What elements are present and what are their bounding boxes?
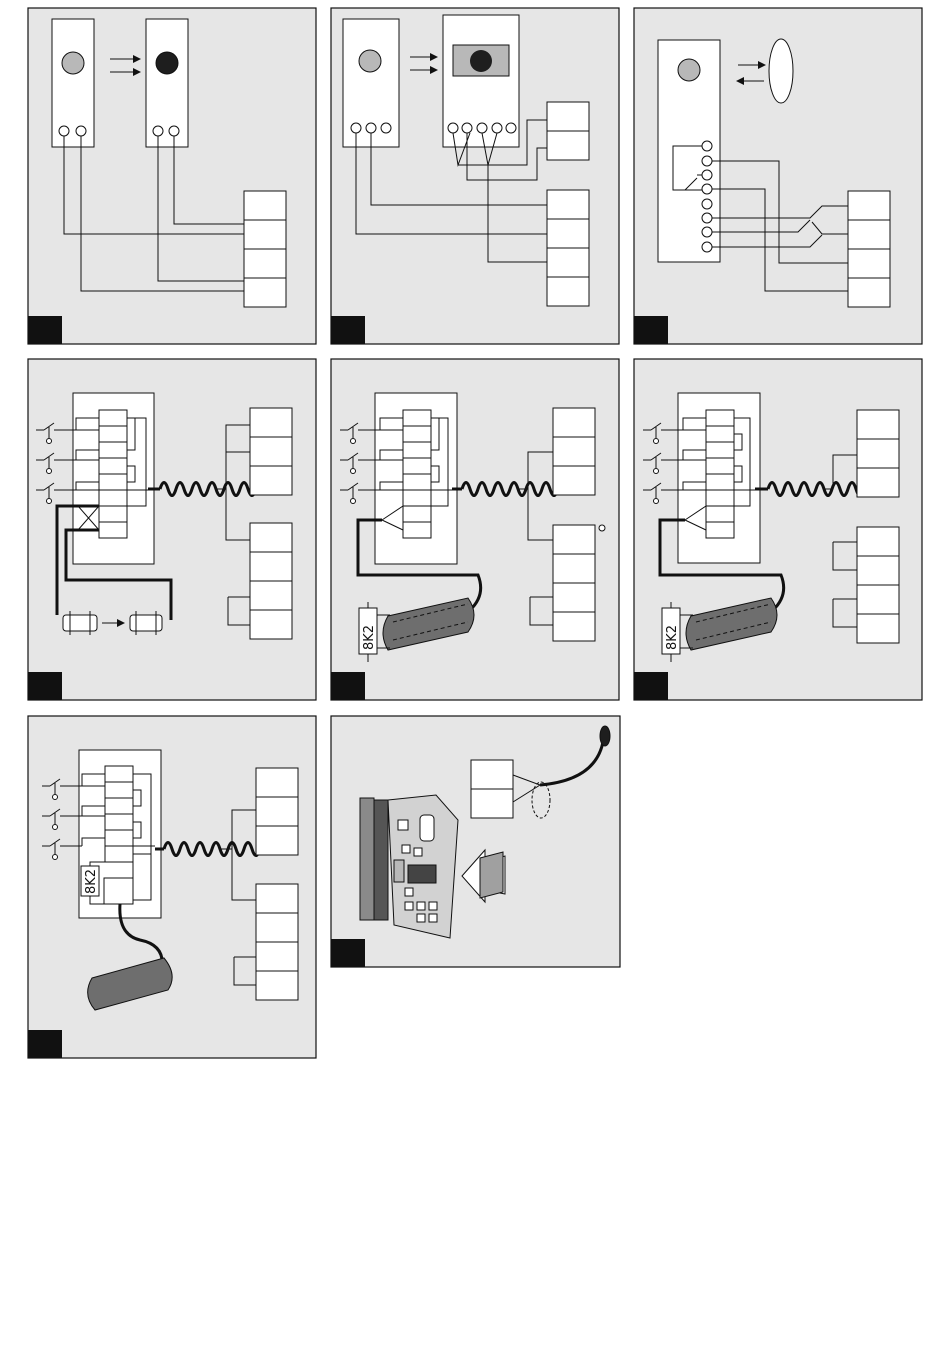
terminal-block (244, 191, 286, 307)
terminal-block-upper (857, 410, 899, 497)
panel-6: 8K2 (634, 359, 922, 700)
antenna-terminal-block (471, 760, 513, 818)
terminal-block-upper (553, 408, 595, 495)
panel-3 (634, 8, 922, 344)
resistor-label: 8K2 (84, 869, 99, 894)
photocell-transmitter (52, 19, 94, 147)
terminal-block-lower (553, 525, 595, 641)
terminal-block-lower (857, 527, 899, 643)
panel-2 (331, 8, 619, 344)
resistor-label: 8K2 (362, 625, 377, 650)
contact-strip (403, 410, 431, 538)
reflector (769, 39, 793, 103)
panel-5: 8K2 (331, 359, 619, 700)
terminal-block (848, 191, 890, 307)
photocell-receiver (146, 19, 188, 147)
panel-1 (28, 8, 316, 344)
edge-connector (104, 878, 133, 904)
terminal-block (547, 190, 589, 306)
terminal-block-lower (256, 884, 298, 1000)
control-board (388, 795, 458, 938)
resistor-8k2: 8K2 (81, 866, 99, 896)
resistor-label: 8K2 (665, 625, 680, 650)
panel-8 (331, 716, 620, 967)
terminal-block-upper (250, 408, 292, 495)
terminal-block-upper (256, 768, 298, 855)
contact-strip (99, 410, 127, 538)
contact-strip (706, 410, 734, 538)
panel-7: 8K2 (28, 716, 316, 1058)
terminal-block-lower (250, 523, 292, 639)
reflective-photocell (658, 40, 720, 262)
relay-terminal-block (547, 102, 589, 160)
photocell-transmitter (343, 19, 399, 147)
photocell-receiver (443, 15, 519, 147)
panel-4 (28, 359, 316, 700)
board-rail (360, 798, 388, 920)
